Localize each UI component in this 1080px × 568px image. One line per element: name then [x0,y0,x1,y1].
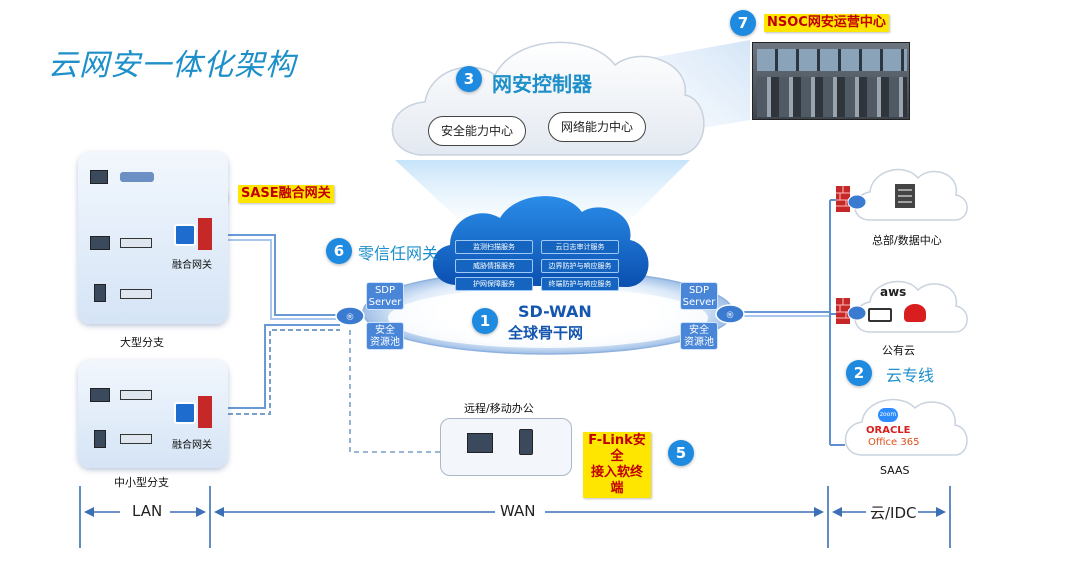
large-branch-box: 融合网关 [78,152,228,324]
axis-cloud-idc: 云/IDC [870,504,917,522]
remote-link [349,330,440,453]
nsoc-label: NSOC网安运营中心 [764,14,889,32]
hq-cloud [854,168,968,221]
public-cloud-label: 公有云 [882,344,915,357]
service-tile: 边界防护与响应服务 [541,259,619,273]
router-icon: ® [715,304,745,324]
svg-text:®: ® [726,311,735,321]
service-tile: 监测扫描服务 [455,240,533,254]
huawei-logo [904,304,926,322]
sase-label: SASE融合网关 [238,185,334,203]
laptop-icon [467,433,493,453]
gateway-label: 融合网关 [172,440,212,451]
gateway-label: 融合网关 [172,260,212,271]
laptop-icon [90,388,110,402]
service-tile: 云日志审计服务 [541,240,619,254]
firewall-icon [836,298,867,324]
tablet-icon [94,430,106,448]
sdwan-subtitle: 全球骨干网 [508,324,584,342]
aws-logo: aws [880,285,907,299]
axis-arrows [84,507,946,517]
badge-7: 7 [730,10,756,36]
security-pool-left: 安全资源池 [366,322,404,350]
desktop-icon [90,170,108,184]
office365-logo: Office 365 [868,437,920,448]
flink-label: F-Link安全接入软终端 [583,432,651,498]
ap-icon [120,434,152,444]
badge-6: 6 [326,238,352,264]
service-tile: 威胁情报服务 [455,259,533,273]
badge-5: 5 [668,440,694,466]
hq-label: 总部/数据中心 [872,234,942,247]
service-tile: 终端防护与响应服务 [541,277,619,291]
ap-icon [120,390,152,400]
oracle-logo: ORACLE [866,425,911,436]
axis-lan: LAN [132,502,163,520]
firewall-icon [198,396,212,428]
gateway-icon [174,224,196,246]
saas-cloud [844,398,968,456]
security-capability-center: 安全能力中心 [428,116,526,146]
controller-title: 网安控制器 [492,72,592,96]
remote-office-label: 远程/移动办公 [464,402,534,415]
links [228,199,845,446]
ap-icon [120,289,152,299]
tablet-icon [94,284,106,302]
svg-text:®: ® [346,313,355,323]
badge-3: 3 [456,66,482,92]
switch-icon [120,172,154,182]
saas-label: SAAS [880,464,910,477]
service-tile: 护网保障服务 [455,277,533,291]
sdwan-name: SD-WAN [518,302,592,321]
axis-lines [79,486,951,548]
zoom-logo: zoom [878,408,898,422]
small-branch-label: 中小型分支 [114,476,169,489]
remote-office-box [440,418,572,476]
badge-1: 1 [472,308,498,334]
gateway-icon [174,402,196,424]
tablet-icon [519,429,533,455]
laptop-icon [90,236,110,250]
badge-2: 2 [846,360,872,386]
aliyun-logo [868,308,892,322]
cloud-line-label: 云专线 [886,366,935,385]
nsoc-photo [752,42,910,120]
zero-trust-gateway-label: 零信任网关 [358,244,439,263]
axis-wan: WAN [500,502,536,520]
page-title: 云网安一体化架构 [48,48,296,83]
security-pool-right: 安全资源池 [680,322,718,350]
firewall-icon [836,186,867,212]
ap-icon [120,238,152,248]
small-branch-box: 融合网关 [78,360,228,468]
network-capability-center: 网络能力中心 [548,112,646,142]
router-icon: ® [335,306,365,326]
firewall-icon [198,218,212,250]
large-branch-label: 大型分支 [120,336,164,349]
